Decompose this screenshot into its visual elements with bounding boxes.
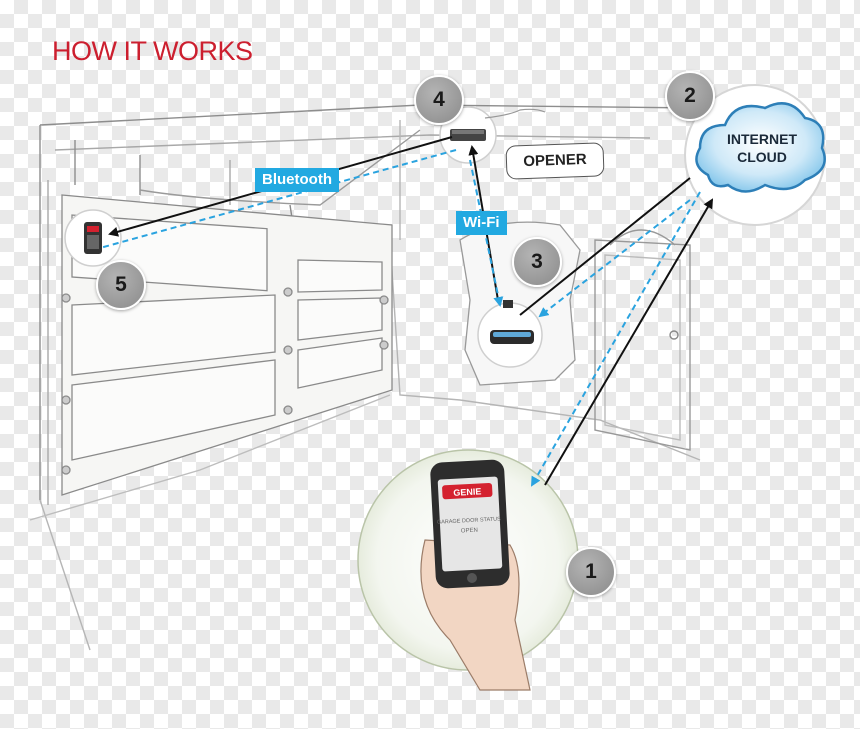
page-title: HOW IT WORKS — [52, 36, 253, 66]
bluetooth-label: Bluetooth — [255, 168, 339, 192]
wifi-label: Wi-Fi — [456, 211, 507, 235]
cloud-label: INTERNET CLOUD — [712, 130, 812, 166]
step-badge-1: 1 — [566, 547, 616, 597]
wifi-hub-icon — [490, 300, 534, 344]
step-badge-4: 4 — [414, 75, 464, 125]
smartphone-icon[interactable] — [420, 459, 531, 691]
opener-module-icon — [450, 129, 486, 141]
cloud-label-line2: CLOUD — [737, 149, 787, 165]
step-badge-3: 3 — [512, 237, 562, 287]
step-badge-2: 2 — [665, 71, 715, 121]
cloud-icon — [695, 102, 826, 193]
wall-keypad-icon — [84, 222, 102, 254]
step-badge-5: 5 — [96, 260, 146, 310]
cloud-label-line1: INTERNET — [727, 131, 797, 147]
opener-label: OPENER — [505, 142, 605, 180]
